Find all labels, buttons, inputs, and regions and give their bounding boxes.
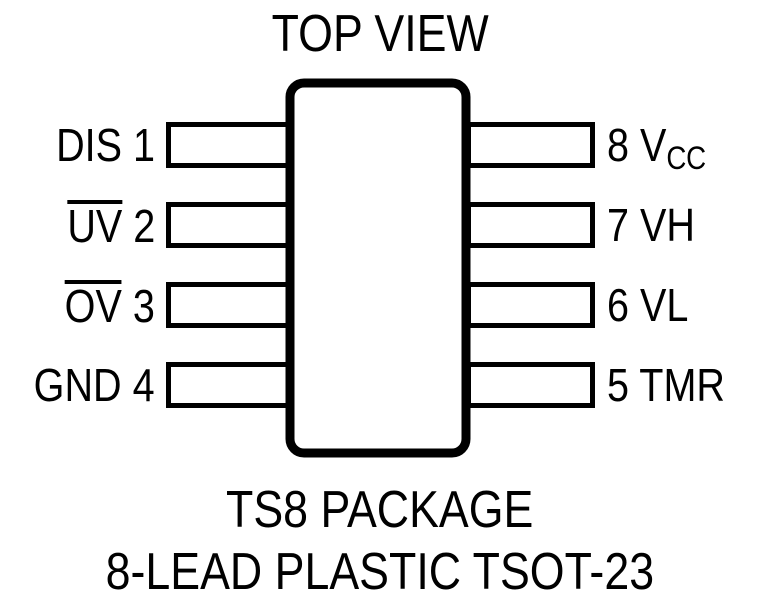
lead-rect-pin-4 (166, 362, 291, 408)
pin-label-7: 7 VH (607, 199, 709, 251)
caption-line-1-text: TS8 PACKAGE (226, 481, 534, 539)
pin-8-base: V (640, 119, 667, 171)
pin-8-number: 8 (607, 119, 630, 171)
pin-label-8-text: 8 VCC (607, 119, 706, 175)
pin-label-1: DIS 1 (40, 119, 155, 171)
caption-line-2: 8-LEAD PLASTIC TSOT-23 (0, 546, 760, 608)
lead-rect-pin-5 (466, 362, 595, 408)
pin-label-3: OV 3 (50, 280, 155, 332)
pin-label-2: UV 2 (53, 200, 155, 252)
pin-label-2-text: UV 2 (67, 200, 155, 252)
left-lead-group (166, 122, 291, 408)
lead-rect-pin-2 (166, 202, 291, 248)
pin-3-number: 3 (132, 280, 155, 332)
pin-label-4: GND 4 (14, 359, 155, 411)
pin-label-7-text: 7 VH (607, 199, 695, 251)
package-caption: TS8 PACKAGE 8-LEAD PLASTIC TSOT-23 (0, 484, 760, 608)
lead-rect-pin-7 (466, 202, 595, 248)
lead-rect-pin-8 (466, 122, 595, 168)
pin-label-5-text: 5 TMR (607, 359, 725, 411)
pin-2-number: 2 (132, 200, 155, 252)
pin-label-6-text: 6 VL (607, 279, 689, 331)
caption-line-1: TS8 PACKAGE (0, 484, 760, 546)
lead-rect-pin-3 (166, 282, 291, 328)
pin-label-5: 5 TMR (607, 359, 744, 411)
lead-rect-pin-1 (166, 122, 291, 168)
pin-label-6: 6 VL (607, 279, 702, 331)
pin-label-4-text: GND 4 (34, 359, 155, 411)
pin-label-8: 8 VCC (607, 119, 722, 175)
right-lead-group (466, 122, 595, 408)
pin-label-3-text: OV 3 (64, 280, 155, 332)
caption-line-2-text: 8-LEAD PLASTIC TSOT-23 (105, 543, 655, 601)
page-title: TOP VIEW (0, 8, 760, 60)
pin-2-overline: UV (67, 200, 122, 252)
page-title-text: TOP VIEW (271, 5, 489, 63)
package-body (285, 78, 471, 458)
pin-3-overline: OV (64, 280, 123, 332)
pin-8-subscript: CC (666, 140, 706, 177)
pin-label-1-text: DIS 1 (56, 119, 155, 171)
lead-rect-pin-6 (466, 282, 595, 328)
